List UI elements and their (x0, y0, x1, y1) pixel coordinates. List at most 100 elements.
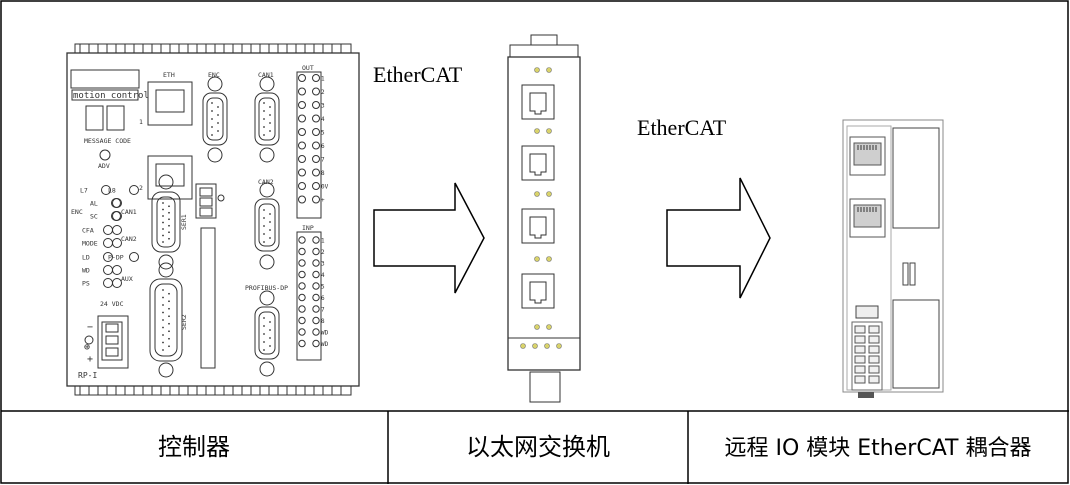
can2-pin (263, 225, 265, 227)
out-terminal-label: 7 (321, 157, 325, 164)
ser1-pin (162, 215, 164, 217)
out-terminal-led (312, 114, 320, 123)
inp-terminal-label: 6 (321, 295, 325, 302)
can1-pin (263, 110, 265, 112)
inp-terminal-led (312, 328, 320, 336)
power-ground: ⊕ (84, 342, 90, 353)
ser1-pin (168, 211, 170, 214)
ser1-pin (162, 208, 164, 211)
status-led (112, 238, 122, 248)
can2-pin (263, 209, 265, 211)
status-led-label: AL (90, 200, 98, 208)
status-led-label: PS (82, 280, 90, 288)
status-led (112, 225, 122, 235)
power-terminal (105, 347, 119, 357)
coupler-terminal (854, 375, 866, 384)
profibus-pin (263, 333, 265, 335)
out-terminal-screw (298, 168, 306, 177)
enc-pin (217, 122, 219, 124)
out-terminal-screw (298, 155, 306, 163)
out-terminal-label: 3 (321, 103, 325, 110)
status-led-label: P-DP (108, 254, 124, 262)
switch-led (534, 256, 540, 262)
out-terminal-led (312, 182, 320, 190)
out-terminal-led (312, 141, 320, 150)
ser1-pin (168, 224, 170, 227)
out-terminal-led (312, 168, 320, 177)
switch-led (520, 343, 526, 349)
ser2-pin (168, 330, 170, 333)
out-terminal-label: 6 (321, 143, 325, 150)
profibus-pin (269, 345, 271, 347)
inp-terminal-label: 1 (321, 238, 325, 245)
out-terminal-screw (298, 101, 306, 109)
enc-label: ENC (208, 71, 220, 79)
status-led (129, 185, 139, 195)
status-led-label: LD (82, 254, 90, 262)
controller-labels: motion control MESSAGE CODE ADV ETH ENC … (71, 64, 314, 380)
inp-label: INP (302, 224, 314, 232)
coupler-terminal (854, 325, 866, 334)
out-terminal-label: 5 (321, 130, 325, 137)
inp-terminal-label: WD (321, 341, 329, 348)
can2-label: CAN2 (258, 178, 274, 186)
eth-number-2: 2 (139, 184, 143, 192)
arrow-label-1: EtherCAT (373, 62, 463, 87)
inp-terminal-label: 8 (321, 318, 325, 325)
eth-number-1: 1 (139, 118, 143, 126)
switch-led (534, 128, 540, 134)
arrow-1 (373, 182, 485, 294)
rj45-socket (529, 216, 547, 239)
can1-pin (263, 118, 265, 120)
can2-pin (269, 229, 271, 231)
power-terminal (105, 323, 119, 333)
switch-led (534, 67, 540, 73)
status-led (103, 238, 113, 248)
status-led (103, 278, 113, 288)
inp-terminal-led (312, 236, 320, 244)
ser2-pin (168, 300, 170, 303)
switch-led (556, 343, 562, 349)
inp-terminal-led (312, 282, 320, 290)
vdc-label: 24 VDC (100, 300, 124, 308)
coupler-terminal (868, 365, 880, 374)
status-led-label: CFA (82, 227, 94, 235)
out-terminal-label: 0V (321, 184, 329, 191)
coupler-terminal (854, 365, 866, 374)
ser1-pin (168, 205, 170, 208)
enc-pin (211, 118, 213, 120)
profibus-pin (269, 337, 271, 339)
ser2-pin (168, 345, 170, 348)
profibus-label: PROFIBUS-DP (245, 284, 288, 292)
can1-pin (263, 134, 265, 136)
switch-illustration (507, 34, 581, 403)
switch-led (546, 324, 552, 330)
can1-pin (263, 126, 265, 128)
inp-terminal-label: WD (321, 330, 329, 337)
status-led (101, 185, 111, 195)
eth-label: ETH (163, 71, 175, 79)
status-led (103, 225, 113, 235)
status-led (112, 198, 122, 208)
ser2-pin (162, 326, 164, 329)
ser2-pin (162, 304, 164, 306)
ser1-pin (162, 228, 164, 230)
inp-terminal-led (312, 247, 320, 256)
profibus-pin (263, 317, 265, 319)
out-terminal-led (312, 195, 320, 204)
out-terminal-label: 8 (321, 170, 325, 177)
enc-pin (211, 134, 213, 136)
out-terminal-label: 2 (321, 89, 325, 96)
out-terminal-led (312, 87, 320, 96)
inp-terminal-label: 3 (321, 261, 325, 268)
ser2-label: SER2 (180, 314, 188, 330)
out-terminal-screw (298, 141, 306, 150)
switch-led (546, 256, 552, 262)
bracket-enc: ENC (71, 208, 83, 216)
status-led (103, 252, 113, 262)
out-terminal-screw (298, 74, 306, 82)
profibus-pin (263, 349, 265, 351)
ser2-pin (168, 292, 170, 295)
brand-label: motion control (73, 91, 149, 101)
